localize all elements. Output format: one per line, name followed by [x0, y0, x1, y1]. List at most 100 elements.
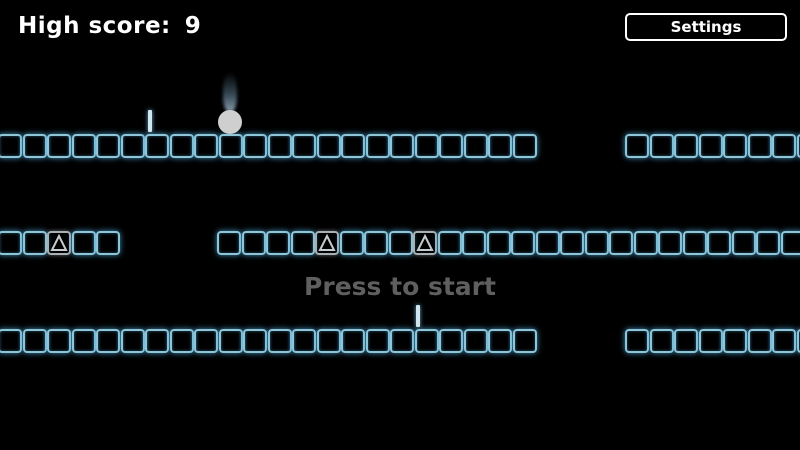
platform-tile [71, 329, 96, 353]
platform-tile [439, 134, 463, 158]
platform-tile [780, 231, 800, 255]
press-to-start-prompt[interactable]: Press to start [304, 272, 496, 301]
platform-tile [365, 329, 390, 353]
platform-tile [488, 329, 512, 353]
platform-tile [512, 134, 537, 158]
platform-tile [341, 134, 365, 158]
platform-tile [267, 329, 292, 353]
platform-row-top [0, 134, 800, 158]
platform-tile [0, 134, 22, 158]
platform-tile [365, 134, 390, 158]
spike-tile [413, 231, 437, 255]
platform-tile [723, 134, 747, 158]
platform-tile [0, 329, 22, 353]
platform-tile [390, 134, 414, 158]
platform-tile [120, 329, 145, 353]
platform-tile [390, 329, 414, 353]
platform-tile [243, 134, 267, 158]
platform-tile [341, 329, 365, 353]
platform-tile [584, 231, 609, 255]
platform-tile [388, 231, 413, 255]
platform-tile [339, 231, 364, 255]
platform-tile [707, 231, 731, 255]
platform-row-bottom [0, 329, 800, 353]
platform-tile [241, 231, 266, 255]
platform-tile [488, 134, 512, 158]
platform-tile [169, 134, 194, 158]
platform-tile [22, 329, 47, 353]
platform-tile [649, 329, 674, 353]
platform-tile [625, 134, 649, 158]
platform-tile [22, 231, 47, 255]
platform-tile [96, 231, 120, 255]
high-score-display: High score: 9 [18, 10, 201, 42]
platform-tile [682, 231, 707, 255]
platform-tile [316, 329, 341, 353]
platform-tile [364, 231, 388, 255]
player-ball [218, 110, 242, 134]
platform-tile [145, 329, 169, 353]
platform-tile [243, 329, 267, 353]
pole-obstacle [148, 110, 152, 132]
platform-tile [218, 134, 243, 158]
platform-tile [71, 134, 96, 158]
platform-tile [658, 231, 682, 255]
platform-tile [71, 231, 96, 255]
platform-tile [0, 231, 22, 255]
ball-motion-trail [223, 72, 237, 112]
platform-tile [292, 134, 316, 158]
platform-tile [756, 231, 780, 255]
platform-tile [120, 134, 145, 158]
platform-tile [609, 231, 633, 255]
pole-obstacle [416, 305, 420, 327]
settings-button[interactable]: Settings [625, 13, 787, 41]
platform-tile [633, 231, 658, 255]
platform-tile [47, 134, 71, 158]
platform-tile [535, 231, 560, 255]
platform-tile [266, 231, 290, 255]
platform-tile [218, 329, 243, 353]
platform-tile [698, 134, 723, 158]
platform-tile [22, 134, 47, 158]
platform-tile [194, 134, 218, 158]
platform-tile [47, 329, 71, 353]
platform-tile [511, 231, 535, 255]
platform-row-middle [0, 231, 800, 255]
platform-tile [439, 329, 463, 353]
platform-tile [463, 329, 488, 353]
platform-tile [96, 134, 120, 158]
platform-tile [772, 329, 796, 353]
platform-tile [796, 134, 800, 158]
spike-tile [47, 231, 71, 255]
spike-icon [318, 234, 336, 251]
high-score-value: 9 [184, 13, 202, 39]
platform-tile [747, 134, 772, 158]
platform-tile [796, 329, 800, 353]
spike-icon [50, 234, 68, 251]
platform-tile [414, 329, 439, 353]
platform-tile [290, 231, 315, 255]
platform-tile [674, 134, 698, 158]
platform-tile [414, 134, 439, 158]
spike-tile [315, 231, 339, 255]
platform-tile [747, 329, 772, 353]
platform-tile [145, 134, 169, 158]
platform-tile [462, 231, 486, 255]
platform-tile [486, 231, 511, 255]
platform-tile [217, 231, 241, 255]
high-score-label: High score: [18, 13, 171, 39]
platform-tile [625, 329, 649, 353]
platform-tile [316, 134, 341, 158]
spike-icon [416, 234, 434, 251]
platform-tile [463, 134, 488, 158]
platform-tile [723, 329, 747, 353]
platform-tile [560, 231, 584, 255]
platform-tile [169, 329, 194, 353]
platform-tile [772, 134, 796, 158]
platform-tile [731, 231, 756, 255]
platform-tile [267, 134, 292, 158]
platform-tile [649, 134, 674, 158]
platform-tile [437, 231, 462, 255]
platform-tile [96, 329, 120, 353]
